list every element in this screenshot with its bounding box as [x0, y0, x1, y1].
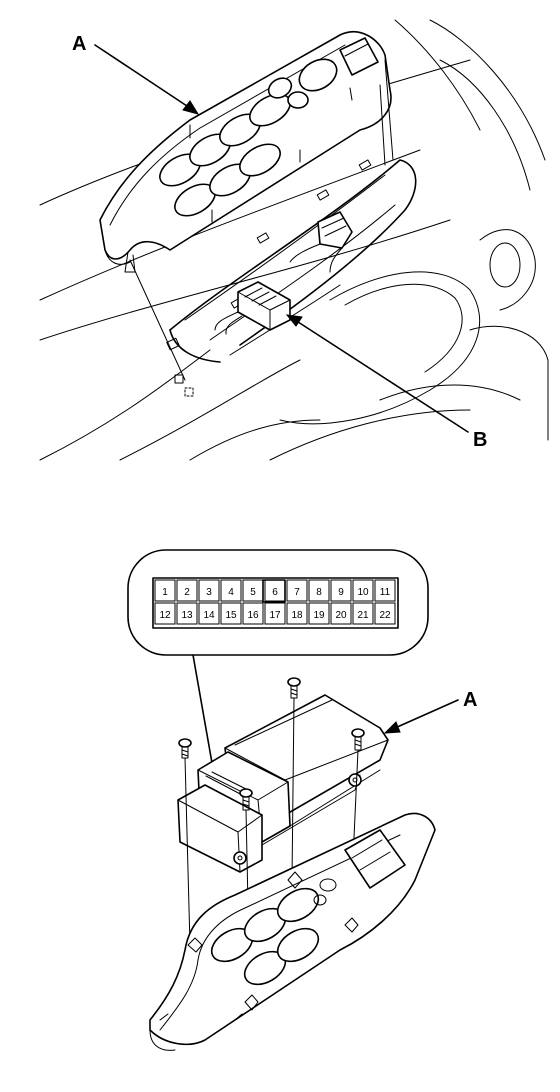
pin-cell	[308, 602, 330, 625]
pin-number: 16	[247, 610, 259, 621]
window-switch-assembly-illustration	[149, 677, 436, 1051]
pin-number: 10	[357, 587, 369, 598]
pin-number: 18	[291, 610, 303, 621]
door-armrest-illustration	[39, 19, 549, 461]
pin-number: 4	[228, 587, 234, 598]
pin-number: 13	[181, 610, 193, 621]
pin-cell	[242, 579, 264, 602]
pin-number: 3	[206, 587, 212, 598]
pin-number: 8	[316, 587, 322, 598]
pin-cell	[374, 579, 396, 602]
pin-cell	[154, 579, 176, 602]
pin-number: 12	[159, 610, 171, 621]
pin-cell	[308, 579, 330, 602]
pin-cell	[330, 579, 352, 602]
pin-number: 11	[380, 587, 391, 598]
pin-cell	[198, 602, 220, 625]
pin-cell	[220, 602, 242, 625]
callout-a-top: A	[72, 33, 200, 115]
pin-number: 15	[225, 610, 237, 621]
pin-number: 17	[269, 610, 281, 621]
pin-cell	[374, 602, 396, 625]
pin-cell	[154, 602, 176, 625]
pin-number: 22	[379, 610, 391, 621]
label-a-bottom: A	[463, 689, 477, 711]
pin-cell	[242, 602, 264, 625]
pin-cell	[176, 579, 198, 602]
label-a-top: A	[72, 33, 86, 55]
pin-number: 21	[357, 610, 369, 621]
pin-number: 2	[184, 587, 190, 598]
pin-cell	[264, 579, 286, 602]
pin-number: 9	[338, 587, 344, 598]
pin-number: 7	[294, 587, 300, 598]
pin-number: 14	[203, 610, 215, 621]
screw-2	[287, 677, 301, 699]
pin-cell	[286, 579, 308, 602]
pin-number: 5	[250, 587, 256, 598]
pin-number: 19	[313, 610, 325, 621]
pin-cell	[264, 602, 286, 625]
pin-number: 1	[162, 587, 168, 598]
callout-a-bottom: A	[383, 689, 477, 734]
pin-cell	[176, 602, 198, 625]
pin-number: 6	[272, 587, 278, 598]
pin-cell	[352, 602, 374, 625]
pin-cell	[352, 579, 374, 602]
pin-cell	[198, 579, 220, 602]
pin-cell	[220, 579, 242, 602]
callout-b: B	[285, 314, 487, 451]
screw-1	[178, 738, 192, 759]
pin-cell	[330, 602, 352, 625]
pin-cell	[286, 602, 308, 625]
label-b: B	[473, 429, 487, 451]
pin-number: 20	[335, 610, 347, 621]
